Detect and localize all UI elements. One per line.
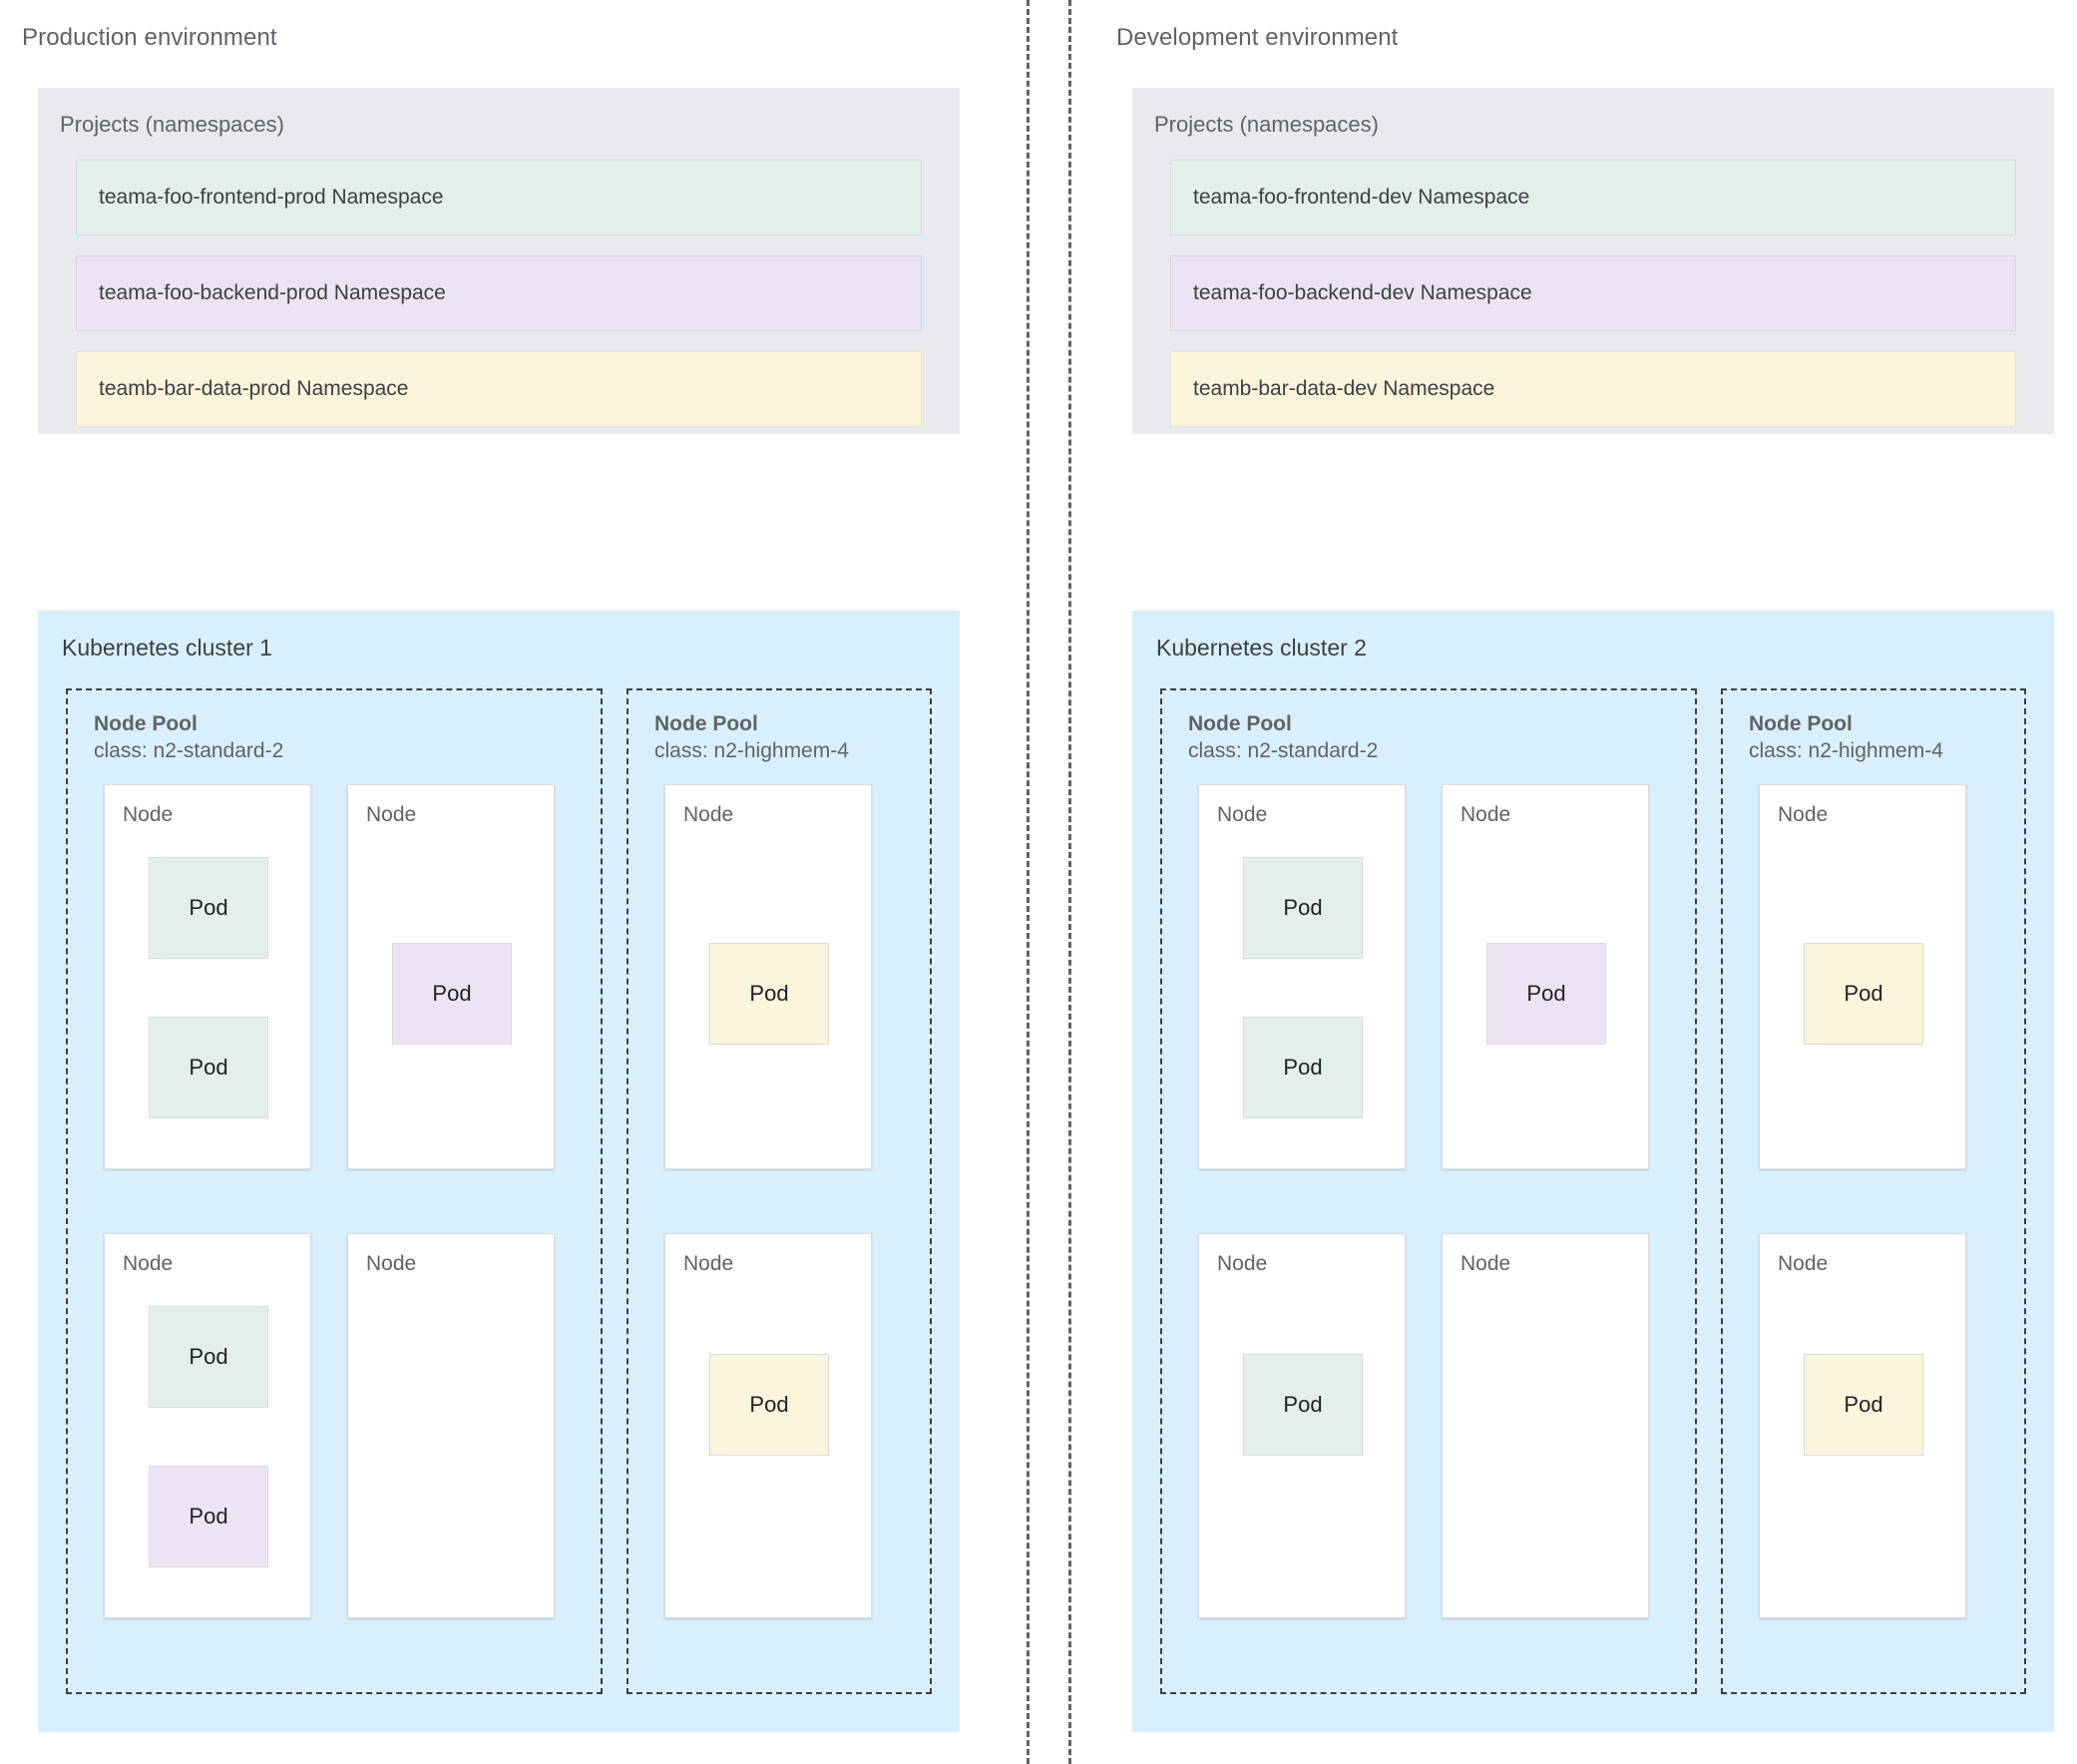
node-pool-title: Node Pool bbox=[654, 712, 758, 735]
node-label: Node bbox=[366, 803, 417, 826]
node-pool: Node Pool class: n2-standard-2 Node Pod … bbox=[1160, 688, 1697, 1694]
node-pool-class: class: n2-standard-2 bbox=[94, 739, 284, 762]
node-pool-title: Node Pool bbox=[1749, 712, 1853, 735]
namespace-box[interactable]: teama-foo-backend-dev Namespace bbox=[1170, 255, 2016, 331]
node-pool-title: Node Pool bbox=[94, 712, 198, 735]
node-box[interactable]: Node Pod Pod bbox=[1198, 784, 1406, 1169]
node-grid: Node Pod Node Pod bbox=[1723, 784, 2024, 1692]
node-pool-class: class: n2-highmem-4 bbox=[1749, 739, 1943, 762]
node-label: Node bbox=[1217, 1252, 1268, 1275]
node-box[interactable]: Node bbox=[347, 1233, 555, 1618]
node-box[interactable]: Node Pod bbox=[664, 784, 872, 1169]
namespace-box[interactable]: teama-foo-backend-prod Namespace bbox=[76, 255, 922, 331]
environment-title: Development environment bbox=[1116, 24, 1399, 51]
pod[interactable]: Pod bbox=[1243, 1354, 1363, 1456]
pod[interactable]: Pod bbox=[149, 1017, 268, 1118]
cluster-title: Kubernetes cluster 1 bbox=[62, 635, 272, 661]
namespace-list: teama-foo-frontend-dev Namespace teama-f… bbox=[1170, 160, 2016, 427]
node-box[interactable]: Node Pod bbox=[1759, 1233, 1966, 1618]
node-label: Node bbox=[683, 1252, 734, 1275]
node-label: Node bbox=[1460, 803, 1511, 826]
pod[interactable]: Pod bbox=[1243, 857, 1363, 959]
projects-panel: Projects (namespaces) teama-foo-frontend… bbox=[1132, 88, 2054, 434]
node-label: Node bbox=[683, 803, 734, 826]
pod[interactable]: Pod bbox=[1243, 1017, 1363, 1118]
pod[interactable]: Pod bbox=[149, 1306, 268, 1408]
pod[interactable]: Pod bbox=[149, 857, 268, 959]
kubernetes-cluster-panel: Kubernetes cluster 2 Node Pool class: n2… bbox=[1132, 611, 2054, 1732]
node-box[interactable]: Node Pod bbox=[1759, 784, 1966, 1169]
projects-panel-title: Projects (namespaces) bbox=[1154, 112, 1379, 137]
namespace-label: teama-foo-frontend-dev Namespace bbox=[1193, 186, 1530, 209]
node-label: Node bbox=[1460, 1252, 1511, 1275]
node-pool-class: class: n2-highmem-4 bbox=[654, 739, 849, 762]
namespace-box[interactable]: teama-foo-frontend-prod Namespace bbox=[76, 160, 922, 235]
node-label: Node bbox=[1778, 1252, 1829, 1275]
node-grid: Node Pod Node Pod bbox=[628, 784, 930, 1692]
pod[interactable]: Pod bbox=[392, 943, 512, 1045]
namespace-box[interactable]: teamb-bar-data-dev Namespace bbox=[1170, 351, 2016, 427]
node-box[interactable]: Node Pod bbox=[347, 784, 555, 1169]
pod[interactable]: Pod bbox=[709, 943, 829, 1045]
node-label: Node bbox=[1217, 803, 1268, 826]
namespace-label: teamb-bar-data-prod Namespace bbox=[99, 377, 409, 400]
namespace-list: teama-foo-frontend-prod Namespace teama-… bbox=[76, 160, 922, 427]
namespace-label: teamb-bar-data-dev Namespace bbox=[1193, 377, 1495, 400]
node-pool-class: class: n2-standard-2 bbox=[1188, 739, 1379, 762]
node-label: Node bbox=[123, 1252, 174, 1275]
namespace-label: teama-foo-backend-dev Namespace bbox=[1193, 281, 1532, 304]
node-pool: Node Pool class: n2-highmem-4 Node Pod N… bbox=[626, 688, 932, 1694]
pod[interactable]: Pod bbox=[1486, 943, 1606, 1045]
node-box[interactable]: Node Pod bbox=[664, 1233, 872, 1618]
node-label: Node bbox=[366, 1252, 417, 1275]
node-pool: Node Pool class: n2-highmem-4 Node Pod N… bbox=[1721, 688, 2026, 1694]
node-label: Node bbox=[123, 803, 174, 826]
projects-panel: Projects (namespaces) teama-foo-frontend… bbox=[38, 88, 960, 434]
environment-divider-line-right bbox=[1068, 0, 1071, 1764]
pod[interactable]: Pod bbox=[1804, 1354, 1923, 1456]
namespace-label: teama-foo-frontend-prod Namespace bbox=[99, 186, 444, 209]
node-box[interactable]: Node Pod bbox=[1198, 1233, 1406, 1618]
environment-title: Production environment bbox=[22, 24, 277, 51]
node-pool: Node Pool class: n2-standard-2 Node Pod … bbox=[66, 688, 603, 1694]
node-box[interactable]: Node bbox=[1442, 1233, 1649, 1618]
node-label: Node bbox=[1778, 803, 1829, 826]
node-grid: Node Pod Pod Node Pod Node Pod Node bbox=[1162, 784, 1695, 1692]
namespace-box[interactable]: teama-foo-frontend-dev Namespace bbox=[1170, 160, 2016, 235]
namespace-label: teama-foo-backend-prod Namespace bbox=[99, 281, 446, 304]
node-pool-title: Node Pool bbox=[1188, 712, 1292, 735]
node-grid: Node Pod Pod Node Pod Node Pod Pod Nod bbox=[68, 784, 601, 1692]
kubernetes-cluster-panel: Kubernetes cluster 1 Node Pool class: n2… bbox=[38, 611, 960, 1732]
environment-column-production: Production environment Projects (namespa… bbox=[0, 0, 998, 1764]
pod[interactable]: Pod bbox=[1804, 943, 1923, 1045]
projects-panel-title: Projects (namespaces) bbox=[60, 112, 284, 137]
pod[interactable]: Pod bbox=[709, 1354, 829, 1456]
environment-column-development: Development environment Projects (namesp… bbox=[1094, 0, 2077, 1764]
namespace-box[interactable]: teamb-bar-data-prod Namespace bbox=[76, 351, 922, 427]
node-box[interactable]: Node Pod bbox=[1442, 784, 1649, 1169]
cluster-title: Kubernetes cluster 2 bbox=[1156, 635, 1367, 661]
node-box[interactable]: Node Pod Pod bbox=[104, 784, 311, 1169]
node-box[interactable]: Node Pod Pod bbox=[104, 1233, 311, 1618]
environment-divider-line-left bbox=[1027, 0, 1030, 1764]
pod[interactable]: Pod bbox=[149, 1466, 268, 1567]
